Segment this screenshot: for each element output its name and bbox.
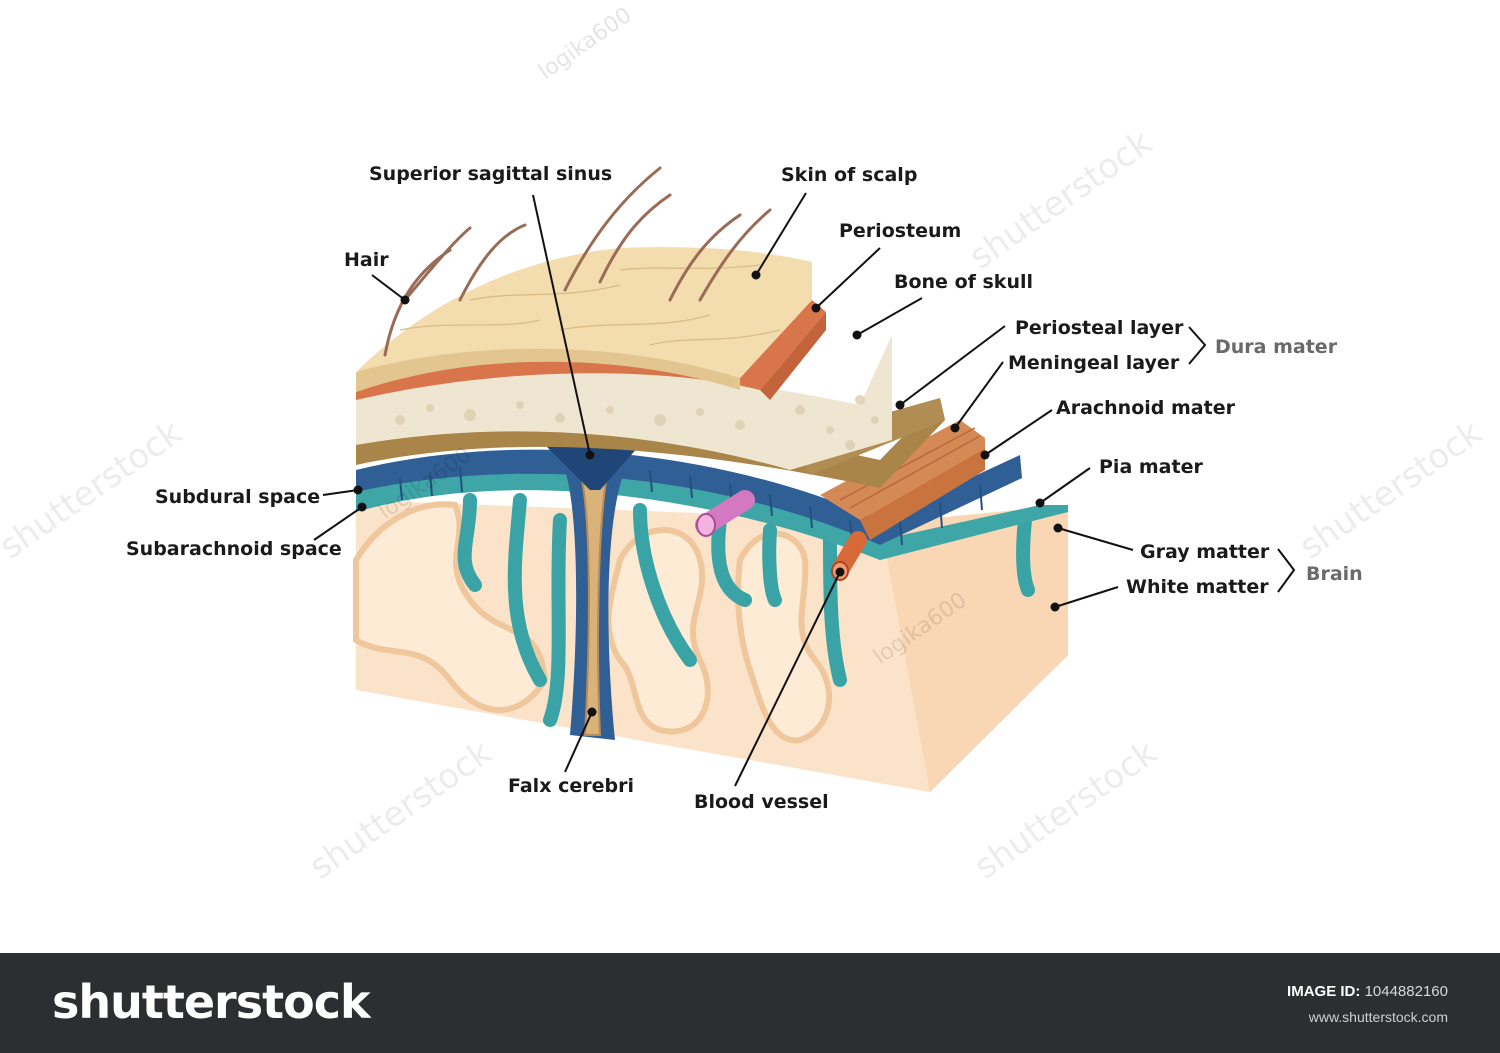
- leader-lines: [313, 192, 1296, 787]
- superior-sagittal-sinus: [545, 445, 640, 490]
- label-white-matter: White matter: [1126, 576, 1269, 598]
- label-arachnoid-mater: Arachnoid mater: [1056, 397, 1236, 419]
- image-id-value: 1044882160: [1364, 983, 1448, 1000]
- falx-cerebri: [565, 469, 625, 740]
- svg-text:shutterstock: shutterstock: [962, 122, 1159, 277]
- brand-logo: shutterstock: [52, 975, 371, 1029]
- label-skin-of-scalp: Skin of scalp: [781, 164, 917, 186]
- site-url: www.shutterstock.com: [1308, 1009, 1448, 1025]
- label-hair: Hair: [344, 249, 389, 271]
- label-subdural-space: Subdural space: [155, 486, 320, 508]
- label-meningeal-layer: Meningeal layer: [1008, 352, 1180, 374]
- label-bone-of-skull: Bone of skull: [894, 271, 1033, 293]
- white-matter: [353, 501, 833, 744]
- label-falx-cerebri: Falx cerebri: [508, 775, 634, 797]
- image-id-text: IMAGE ID: 1044882160: [1287, 983, 1448, 1000]
- label-blood-vessel: Blood vessel: [694, 791, 829, 813]
- labels: Superior sagittal sinus Skin of scalp Ha…: [126, 163, 1363, 813]
- bone-texture: [395, 395, 879, 450]
- scalp-creases: [399, 264, 781, 346]
- label-periosteal-layer: Periosteal layer: [1015, 317, 1184, 339]
- label-subarachnoid-space: Subarachnoid space: [126, 538, 342, 560]
- label-pia-mater: Pia mater: [1099, 456, 1203, 478]
- label-gray-matter: Gray matter: [1140, 541, 1270, 563]
- footer-bar: shutterstock IMAGE ID: 1044882160 www.sh…: [0, 953, 1500, 1053]
- hair-strands: [383, 166, 772, 357]
- svg-text:logika600: logika600: [534, 3, 636, 85]
- svg-text:shutterstock: shutterstock: [967, 732, 1164, 887]
- image-id-label: IMAGE ID:: [1287, 983, 1361, 1000]
- bone-of-skull: [356, 335, 892, 470]
- pia-mater-sulci: [457, 493, 1035, 727]
- label-dura-mater: Dura mater: [1215, 336, 1338, 358]
- label-superior-sagittal-sinus: Superior sagittal sinus: [369, 163, 612, 185]
- label-periosteum: Periosteum: [839, 220, 961, 242]
- brain-meninges-diagram: shutterstock shutterstock shutterstock s…: [0, 3, 1490, 888]
- svg-text:shutterstock: shutterstock: [1292, 412, 1489, 567]
- svg-text:shutterstock: shutterstock: [302, 732, 499, 887]
- label-brain: Brain: [1306, 563, 1363, 585]
- arachnoid-mater-band: [356, 449, 1022, 545]
